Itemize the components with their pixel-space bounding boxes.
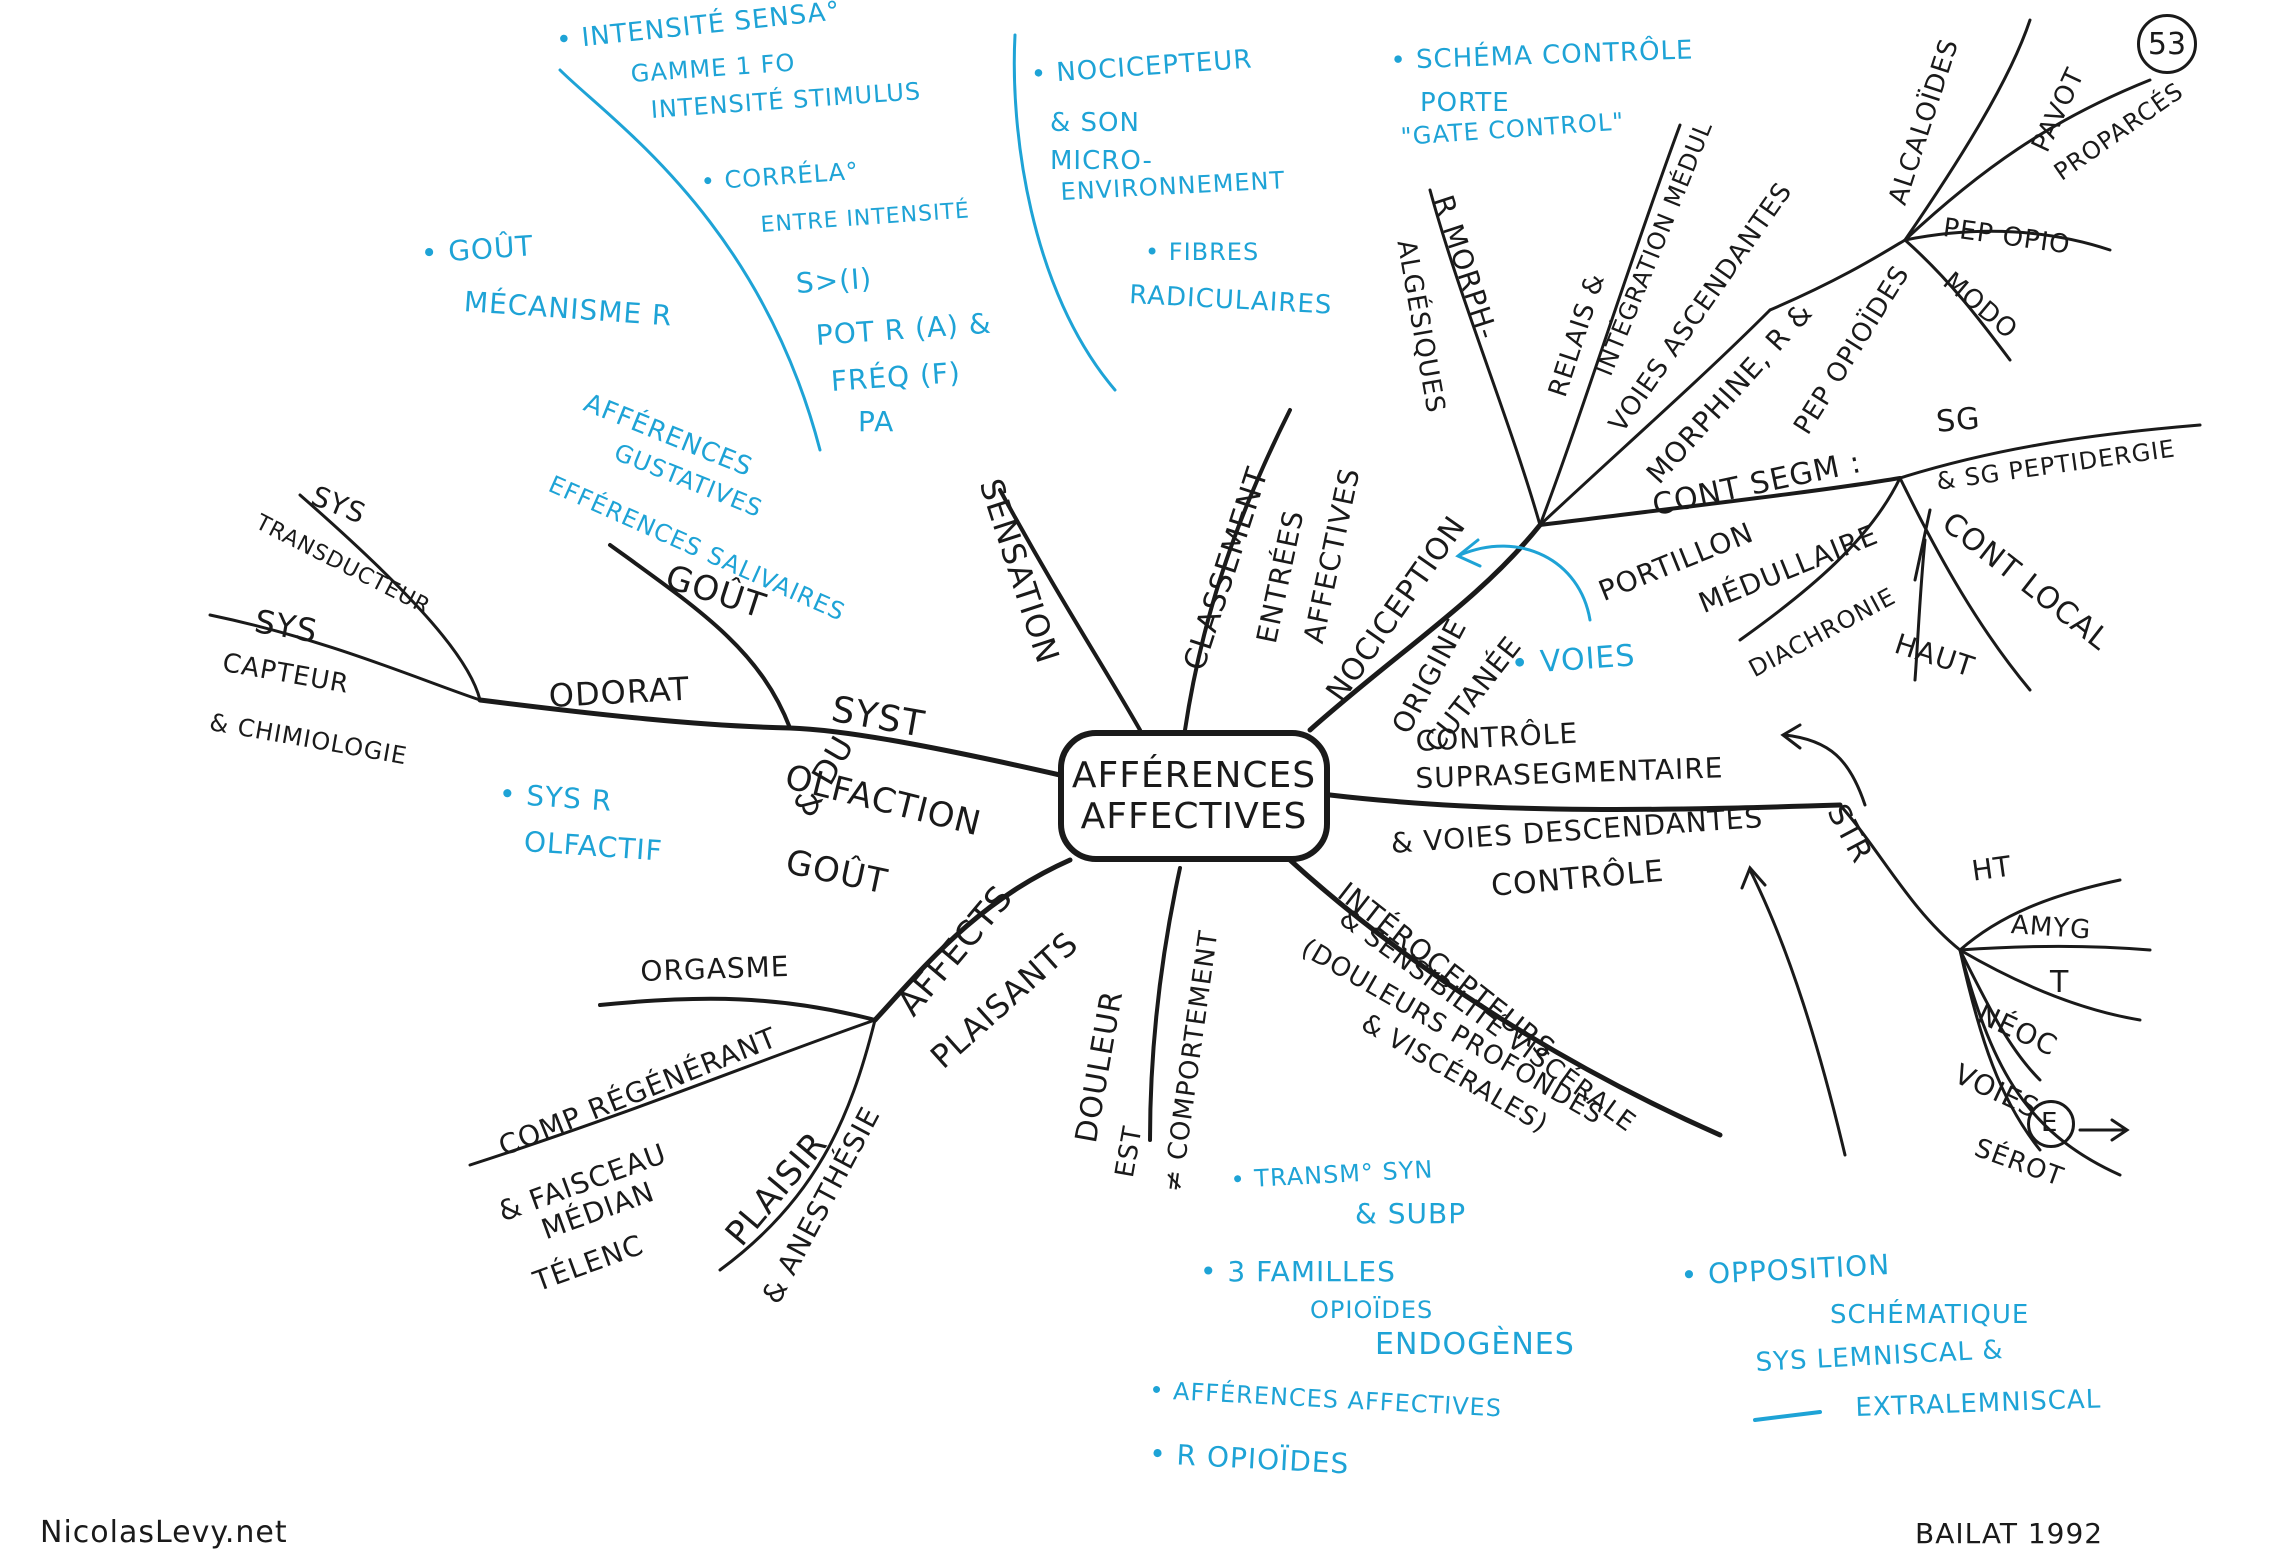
footer-source: Bailat 1992 [1915, 1517, 2104, 1550]
branch-haut [1913, 538, 1927, 682]
arrow-supraseg-head [1780, 723, 1802, 750]
note-underline-extralemniscal [1753, 1410, 1822, 1422]
branch-voies-asc [1538, 308, 1772, 527]
branch-str [1838, 803, 1962, 952]
branch-controle [1327, 792, 1843, 812]
note-arc-voies-head [1455, 538, 1482, 568]
note-transm-2: & subP [1355, 1197, 1467, 1230]
note-opposition-2: schématique [1830, 1300, 2030, 1330]
branch-affects [872, 857, 1073, 1023]
branch-comp [468, 1018, 877, 1167]
note-familles-3: endogènes [1375, 1327, 1575, 1362]
label-t: T [2050, 965, 2070, 1000]
note-voies: • voies [1509, 638, 1637, 682]
branch-algesiques [1428, 188, 1542, 527]
arrow-controle-desc [1748, 868, 1847, 1157]
page-number: 53 [2137, 14, 2197, 74]
note-nocicepteur-2: & son [1050, 108, 1140, 138]
central-node-line1: Afférences [1071, 754, 1317, 796]
branch-sys-transducteur [298, 493, 482, 702]
note-correlation-6: PA [858, 405, 895, 438]
arrow-supraseg [1783, 733, 1867, 807]
branch-orgasme [598, 996, 877, 1022]
footer-website: NicolasLevy.net [40, 1515, 288, 1550]
label-ht: HT [1969, 849, 2014, 888]
branch-relais [1538, 123, 1682, 527]
branch-gout [608, 543, 792, 730]
label-controle-supra-1: contrôle [1414, 716, 1579, 758]
note-nocicepteur-3: micro- [1050, 146, 1153, 176]
branch-sg [1898, 423, 2202, 480]
branch-pavot [1903, 78, 2152, 242]
branch-classement [1183, 408, 1292, 732]
branch-neoc [1958, 948, 2042, 1082]
label-sys2: sys [251, 602, 321, 651]
branch-amyg [1958, 944, 2152, 952]
branch-alcaloides [1903, 18, 2032, 242]
central-node-line2: affectives [1080, 796, 1308, 837]
branch-t [1958, 948, 2142, 1022]
branch-intero [1287, 857, 1723, 1138]
note-arc-voies [1458, 544, 1592, 622]
note-gout-1: • goût [419, 229, 535, 270]
branch-serot [1958, 948, 2122, 1177]
branch-sensation [998, 488, 1142, 732]
voies-e-circle [2027, 1100, 2075, 1148]
branch-nociception [1307, 522, 1543, 733]
branch-sys-capteur [208, 613, 482, 702]
label-odorat: odorat [547, 669, 691, 715]
note-correlation-3: S>(I) [794, 261, 874, 300]
note-schema-2: porte [1420, 88, 1510, 118]
branch-cont-segm [1538, 476, 1902, 527]
label-orgasme: orgasme [639, 949, 790, 988]
branch-voies-e [1958, 948, 2042, 1152]
note-familles-2: opioïdes [1310, 1296, 1434, 1324]
branch-morphine [1768, 238, 1907, 312]
arrow-controle-desc-head [1740, 865, 1767, 890]
branch-douleur [1148, 866, 1182, 1142]
note-divider-1 [558, 68, 822, 452]
branch-plaisir [718, 1018, 877, 1272]
note-fibres-1: • fibres [1145, 238, 1260, 266]
label-amyg: AMYG [2010, 910, 2093, 946]
branch-cont-local [1898, 476, 2032, 692]
arrow-voies-e [2078, 1118, 2130, 1142]
branch-lines [208, 18, 2202, 1422]
branch-ht [1958, 878, 2122, 952]
note-familles-1: • 3 familles [1200, 1255, 1396, 1288]
central-node: Afférences affectives [1058, 730, 1330, 862]
branch-pep-opio [1903, 229, 2112, 252]
stroke-medullaire [1913, 508, 1932, 582]
note-sys-r-1: • sys R [497, 777, 614, 818]
branch-diachronie [1738, 476, 1902, 642]
branch-modo [1903, 238, 2012, 362]
label-sg: SG [1934, 401, 1982, 440]
label-e-letter: E [2041, 1108, 2059, 1138]
note-divider-2 [1012, 33, 1117, 392]
